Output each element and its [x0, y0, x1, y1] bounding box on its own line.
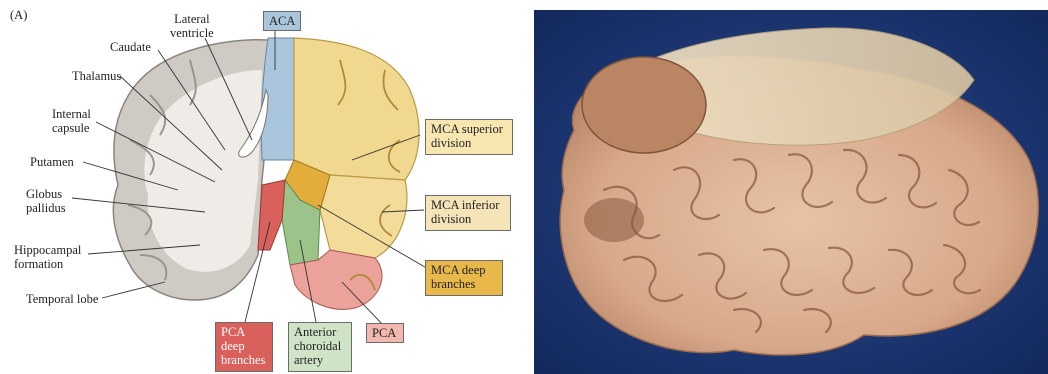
coronal-section-diagram: (A) Lateral ventricle Caudate Thalamus I…	[0, 0, 520, 374]
coronal-section-illustration	[0, 0, 520, 374]
pca-deep-territory	[258, 180, 285, 250]
label-internal-capsule: Internal capsule	[52, 107, 91, 135]
label-temporal-lobe: Temporal lobe	[26, 292, 98, 306]
box-pca: PCA	[366, 323, 404, 343]
brain-specimen-illustration	[534, 10, 1048, 374]
brain-specimen-photo	[534, 10, 1048, 374]
box-mca-deep: MCA deep branches	[425, 260, 503, 296]
hemorrhagic-area	[584, 198, 644, 242]
label-putamen: Putamen	[30, 155, 74, 169]
panel-label: (A)	[10, 8, 27, 23]
label-globus-pallidus: Globus pallidus	[26, 187, 66, 215]
box-mca-inferior: MCA inferior division	[425, 195, 511, 231]
box-anterior-choroidal: Anterior choroidal artery	[288, 322, 352, 372]
tumor-mass	[582, 57, 706, 153]
label-hippocampal-formation: Hippocampal formation	[14, 243, 81, 271]
mca-inferior-territory	[320, 175, 407, 258]
box-pca-deep: PCA deep branches	[215, 322, 273, 372]
label-thalamus: Thalamus	[72, 69, 121, 83]
label-lateral-ventricle-text: Lateral ventricle	[170, 12, 214, 40]
box-aca: ACA	[263, 11, 301, 31]
label-caudate: Caudate	[110, 40, 151, 54]
label-lateral-ventricle: Lateral ventricle	[170, 12, 214, 40]
box-mca-superior: MCA superior division	[425, 119, 513, 155]
